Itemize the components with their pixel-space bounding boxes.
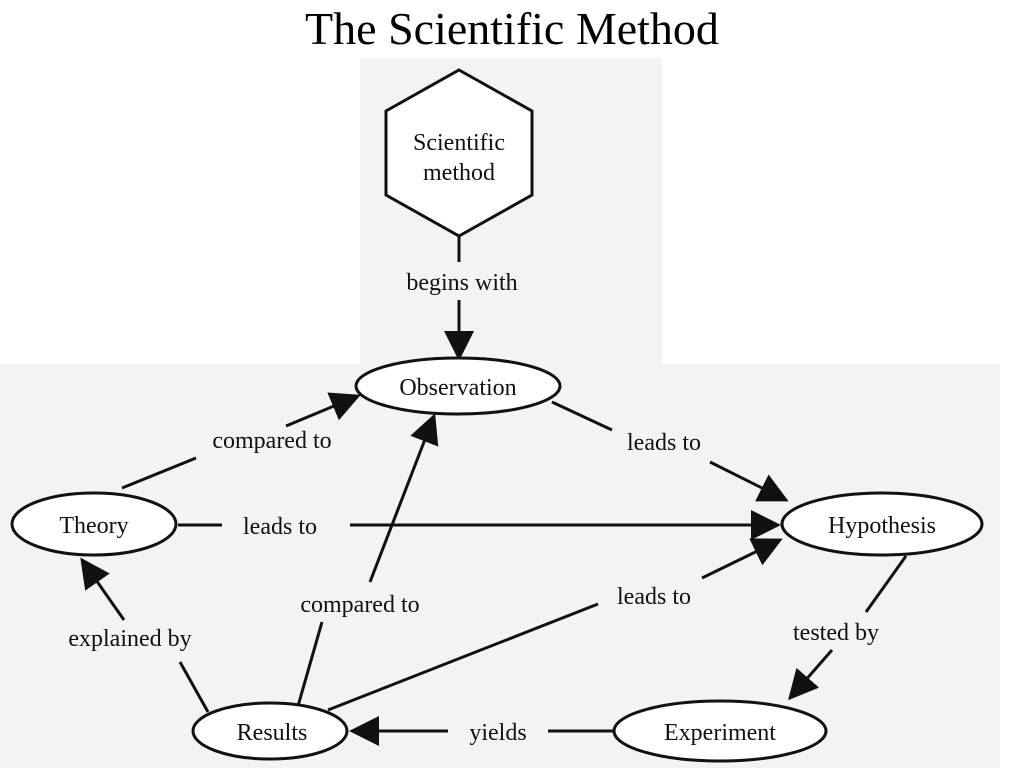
edge-hypothesis-experiment-b [788,649,834,701]
node-hypothesis-label: Hypothesis [828,513,936,539]
edge-observation-hypothesis-b [709,460,789,502]
edge-observation-hypothesis-a [551,400,613,432]
edge-label-theory-observation: compared to [212,428,331,454]
node-scientific-method: Scientific method [384,68,534,238]
edge-label-results-observation: compared to [300,592,419,618]
edge-theory-observation-a [121,456,197,490]
edge-results-hypothesis-b [701,538,783,580]
node-results-label: Results [237,720,308,746]
edge-label-begins-with: begins with [406,270,517,296]
node-scientific-method-line1: Scientific [413,130,505,156]
edge-label-results-hypothesis: leads to [617,584,691,610]
node-hypothesis: Hypothesis [780,491,984,557]
node-results: Results [191,701,349,761]
edge-hypothesis-experiment-a [864,555,908,613]
edge-results-theory-a [178,661,210,713]
edge-results-observation-b [368,413,439,583]
edge-results-observation-a [296,621,324,707]
node-observation-label: Observation [399,375,516,401]
edge-label-hypothesis-experiment: tested by [793,620,879,646]
edge-label-results-theory: explained by [68,626,191,652]
edge-results-theory-b [80,557,126,621]
slide-title: The Scientific Method [305,3,719,54]
edge-label-observation-hypothesis: leads to [627,430,701,456]
node-theory-label: Theory [59,513,128,539]
node-scientific-method-line2: method [423,160,495,186]
edge-results-hypothesis-a [327,602,599,712]
node-experiment: Experiment [612,699,828,763]
edge-label-experiment-results: yields [469,720,526,746]
node-observation: Observation [354,356,562,416]
scan-background-main [0,364,1000,768]
edge-theory-observation-b [285,392,361,428]
node-experiment-label: Experiment [664,720,776,746]
node-theory: Theory [10,491,178,557]
edge-label-theory-hypothesis: leads to [243,514,317,540]
